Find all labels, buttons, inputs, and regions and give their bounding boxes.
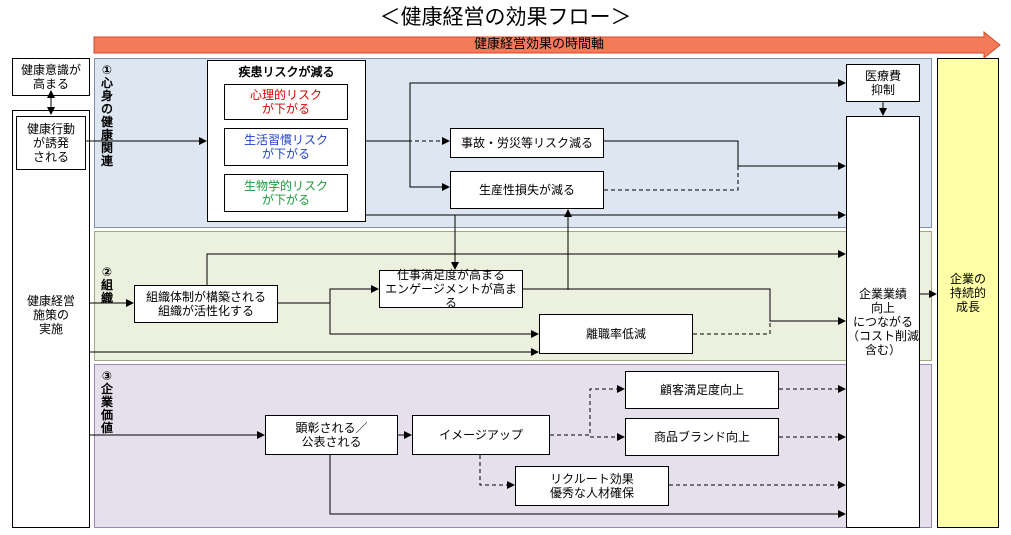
org-structure-box: 組織体制が構築される 組織が活性化する (134, 285, 278, 323)
biological-risk-box: 生物学的リスク が下がる (224, 174, 348, 212)
sustainable-growth-box: 企業の 持続的 成長 (949, 272, 986, 314)
band-organization-label: ② 組 織 (100, 265, 113, 305)
risk-group-title: 疾患リスクが減る (238, 65, 335, 79)
satisfaction-box: 仕事満足度が高まる エンゲージメントが高まる (379, 268, 523, 310)
brand-box: 商品ブランド向上 (625, 418, 779, 456)
lifestyle-risk-box: 生活習慣リスク が下がる (224, 128, 348, 166)
page-title: ＜健康経営の効果フロー＞ (379, 5, 632, 29)
image-up-box: イメージアップ (412, 415, 550, 455)
customer-satisfaction-box: 顧客満足度向上 (625, 371, 779, 409)
performance-box: 企業業績 向上 につながる （コスト削減 含む） (847, 287, 920, 357)
sustainable-frame (937, 58, 999, 528)
turnover-box: 離職率低減 (539, 314, 693, 354)
behavior-box: 健康行動 が誘発 される (16, 116, 86, 170)
accident-risk-box: 事故・労災等リスク減る (450, 128, 604, 158)
timeline-label: 健康経営効果の時間軸 (473, 37, 604, 52)
band-corporate-value-label: ③ 企 業 価 値 (100, 369, 113, 435)
measures-label: 健康経営 施策の 実施 (26, 294, 75, 336)
band-mind-body-label: ① 心 身 の 健 康 関 連 (100, 63, 113, 168)
medical-cost-box: 医療費 抑制 (846, 64, 920, 102)
recruit-box: リクルート効果 優秀な人材確保 (515, 466, 669, 506)
left-column-frame (12, 110, 90, 528)
productivity-loss-box: 生産性損失が減る (450, 171, 604, 209)
performance-frame (846, 116, 920, 528)
mental-risk-box: 心理的リスク が下がる (224, 84, 348, 120)
publicized-box: 顕彰される／ 公表される (265, 415, 398, 455)
